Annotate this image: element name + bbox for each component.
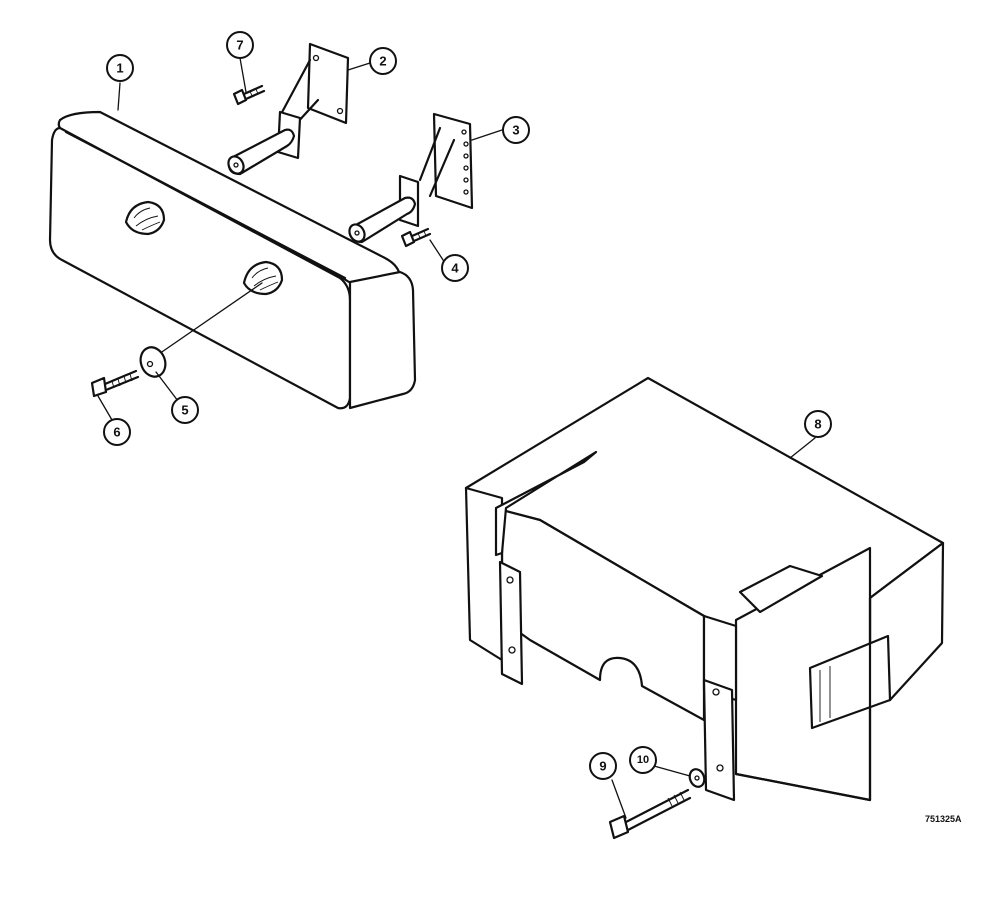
- svg-text:6: 6: [113, 425, 120, 440]
- callout-8: 8: [804, 410, 832, 438]
- bolt-6: [90, 369, 140, 398]
- leader-lines: [97, 57, 816, 819]
- callout-10: 10: [629, 746, 657, 774]
- svg-text:5: 5: [181, 403, 188, 418]
- callout-5: 5: [171, 396, 199, 424]
- svg-text:3: 3: [512, 123, 519, 138]
- callout-3: 3: [502, 116, 530, 144]
- callout-4: 4: [441, 254, 469, 282]
- bolt-7: [232, 84, 266, 106]
- mounting-bracket-upper: [227, 42, 350, 176]
- svg-text:8: 8: [814, 417, 821, 432]
- svg-text:10: 10: [637, 754, 649, 766]
- callout-6: 6: [103, 418, 131, 446]
- mounting-bracket-lower: [348, 112, 474, 244]
- callout-7: 7: [226, 31, 254, 59]
- washer: [139, 346, 167, 378]
- leader-line: [155, 282, 263, 357]
- svg-text:2: 2: [379, 54, 386, 69]
- front-weight-block: [48, 110, 417, 410]
- svg-text:9: 9: [599, 759, 606, 774]
- drawing-reference: 751325A: [925, 814, 962, 824]
- callout-9: 9: [589, 752, 617, 780]
- svg-text:1: 1: [116, 61, 123, 76]
- callout-1: 1: [106, 54, 134, 82]
- rear-weight-box: [464, 376, 945, 802]
- svg-text:4: 4: [451, 261, 459, 276]
- washer-10: [688, 768, 706, 788]
- callout-2: 2: [369, 47, 397, 75]
- bolt-4: [400, 227, 432, 248]
- bolt-9: [608, 788, 692, 840]
- svg-text:7: 7: [236, 38, 243, 53]
